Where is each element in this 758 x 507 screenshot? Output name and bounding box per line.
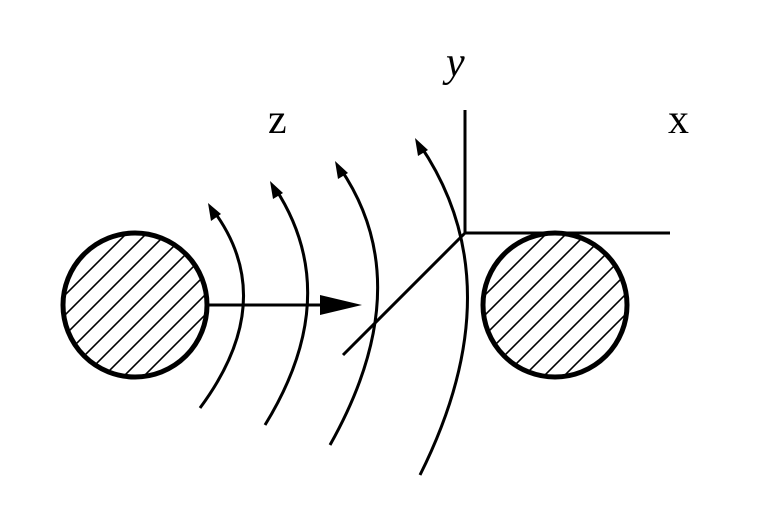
z-axis-line <box>341 231 467 357</box>
wavefronts <box>198 138 469 476</box>
coordinate-axes <box>341 110 670 357</box>
wavefront-3-arrow-head <box>335 161 348 179</box>
right-sphere <box>480 230 630 380</box>
arrow-head <box>320 295 362 315</box>
x-axis-label: x <box>668 97 689 143</box>
wavefront-2-arrow-head <box>270 181 283 199</box>
wavefront-1 <box>198 209 245 409</box>
wavefront-4-arrow-head <box>415 138 428 156</box>
wavefront-1-arrow-head <box>208 203 221 221</box>
z-axis-label: z <box>268 97 287 143</box>
left-sphere <box>60 230 210 380</box>
propagation-arrow <box>207 295 362 315</box>
wavefront-4 <box>418 144 469 476</box>
wavefront-2 <box>263 187 310 426</box>
y-axis-label: y <box>442 40 465 86</box>
wavefront-3 <box>328 167 380 446</box>
